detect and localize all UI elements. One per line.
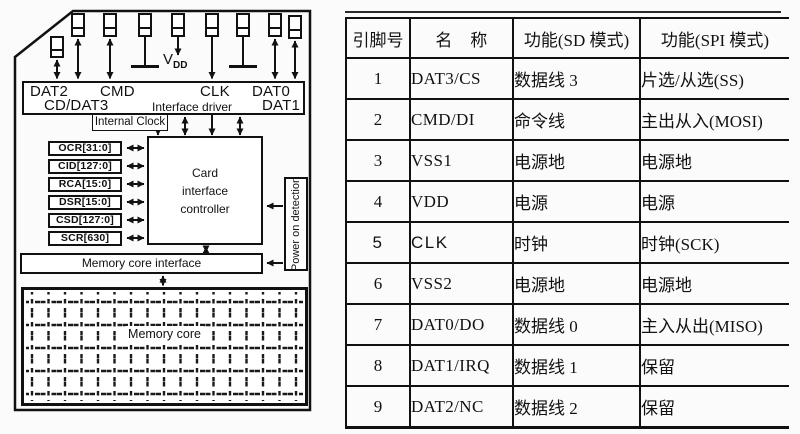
sd-function-cell: 数据线 0	[513, 304, 641, 345]
pin-label-dat1: DAT1	[262, 97, 301, 114]
vdd-label: VDD	[163, 52, 187, 71]
pin-name-cell: VSS1	[410, 140, 514, 181]
register-cid-label: CID[127:0]	[58, 160, 112, 172]
spi-function-cell: 时钟(SCK)	[641, 235, 720, 254]
card-outline	[13, 9, 312, 412]
spi-function-cell: 电源地	[641, 153, 692, 172]
sd-function-cell: 电源	[513, 181, 641, 222]
diagram-wires	[13, 9, 312, 412]
vdd-sub: DD	[173, 60, 188, 71]
header-name: 名 称	[410, 18, 514, 58]
pin-label-clk: CLK	[200, 83, 230, 100]
core-wires	[159, 245, 210, 286]
spi-function-cell: 保留	[641, 399, 675, 418]
table-row: 4 VDD 电源 电源	[346, 181, 789, 222]
pin-number-cell: 8	[346, 345, 411, 386]
table-row: 9 DAT2/NC 数据线 2 保留	[346, 386, 789, 428]
table-row: 2 CMD/DI 命令线 主出从入(MOSI)	[346, 99, 789, 140]
pin-name-cell: VSS2	[410, 263, 514, 304]
register-csd-label: CSD[127:0]	[55, 214, 115, 226]
controller-line1: Card	[191, 165, 218, 180]
register-csd: CSD[127:0]	[48, 213, 122, 228]
sd-function-cell: 电源地	[513, 263, 641, 304]
pin-name-cell: VDD	[410, 181, 514, 222]
register-ocr-label: OCR[31:0]	[58, 142, 112, 154]
sd-function-cell: 数据线 1	[513, 345, 641, 386]
power-on-detection-label: Power on detection	[290, 176, 302, 272]
sd-card-block-diagram: DAT2 CMD CLK DAT0 CD/DAT3 DAT1 Interface…	[0, 0, 340, 434]
sd-function-cell: 电源地	[513, 140, 641, 181]
table-top-rule	[345, 11, 781, 13]
pin-label-dat0: DAT0	[252, 83, 291, 100]
register-rca-label: RCA[15:0]	[58, 178, 112, 190]
pin-number-cell: 9	[346, 386, 411, 428]
pin-number-cell: 6	[346, 263, 411, 304]
pin-number-cell: 5	[346, 222, 411, 263]
power-on-detection-box: Power on detection	[284, 177, 308, 271]
table-header-row: 引脚号 名 称 功能(SD 模式) 功能(SPI 模式)	[346, 18, 789, 58]
table-row: 3 VSS1 电源地 电源地	[346, 140, 789, 181]
table-row: 1 DAT3/CS 数据线 3 片选/从选(SS)	[346, 58, 789, 99]
register-scr: SCR[630]	[48, 231, 122, 246]
register-scr-label: SCR[630]	[60, 232, 110, 244]
memory-core-label: Memory core	[125, 326, 204, 343]
table-row-clk: 5 CLK 时钟 时钟(SCK)	[346, 222, 789, 263]
spi-function-cell: 主出从入(MOSI)	[641, 112, 763, 131]
pin-number-cell: 2	[346, 99, 411, 140]
memory-core-interface-label: Memory core interface	[81, 256, 202, 270]
pin-label-dat2: DAT2	[30, 83, 69, 100]
pin-number-cell: 1	[346, 58, 411, 99]
vdd-v: V	[163, 51, 174, 68]
pin-name-cell: DAT3/CS	[410, 58, 514, 99]
pin-name-cell: CMD/DI	[410, 99, 514, 140]
register-rca: RCA[15:0]	[48, 177, 122, 192]
spi-function-cell: 电源地	[641, 276, 692, 295]
memory-core-grid	[26, 292, 303, 401]
interface-driver-box	[22, 81, 305, 115]
memory-core-box: Memory core	[21, 287, 308, 406]
pin-pads	[50, 13, 302, 58]
register-wires	[126, 144, 145, 242]
header-pin-number: 引脚号	[346, 18, 411, 58]
interface-driver-label: Interface driver	[152, 100, 233, 114]
spi-function-cell: 片选/从选(SS)	[641, 71, 744, 90]
pin-name-cell: CLK	[410, 222, 514, 263]
pin-name-cell: DAT1/IRQ	[410, 345, 514, 386]
sd-function-cell: 数据线 3	[513, 58, 641, 99]
pin-label-cd-dat3: CD/DAT3	[44, 97, 109, 114]
pin-number-cell: 3	[346, 140, 411, 181]
table-row: 7 DAT0/DO 数据线 0 主入从出(MISO)	[346, 304, 789, 345]
pin-name-cell: DAT2/NC	[410, 386, 514, 428]
spi-function-cell: 保留	[641, 358, 675, 377]
pin-table: 引脚号 名 称 功能(SD 模式) 功能(SPI 模式) 1 DAT3/CS 数…	[345, 17, 789, 429]
pin-label-cmd: CMD	[100, 83, 135, 100]
power-wires	[266, 202, 283, 267]
table-row: 6 VSS2 电源地 电源地	[346, 263, 789, 304]
sd-function-cell: 时钟	[513, 222, 641, 263]
register-cid: CID[127:0]	[48, 159, 122, 174]
driver-controller-wires	[154, 115, 244, 136]
internal-clock-label: Internal Clock	[94, 116, 166, 128]
card-interface-controller-box: Card interface controller	[147, 136, 263, 245]
controller-line2: interface	[181, 183, 229, 198]
spi-function-cell: 电源	[641, 194, 675, 213]
sd-function-cell: 命令线	[513, 99, 641, 140]
pin-number-cell: 4	[346, 181, 411, 222]
register-dsr: DSR[15:0]	[48, 195, 122, 210]
table-row: 8 DAT1/IRQ 数据线 1 保留	[346, 345, 789, 386]
controller-line3: controller	[180, 201, 230, 216]
pin-number-cell: 7	[346, 304, 411, 345]
pin-function-table: 引脚号 名 称 功能(SD 模式) 功能(SPI 模式) 1 DAT3/CS 数…	[345, 11, 789, 429]
register-dsr-label: DSR[15:0]	[59, 196, 111, 208]
header-sd-mode: 功能(SD 模式)	[513, 18, 641, 58]
pin-wires	[53, 36, 299, 79]
internal-clock-box: Internal Clock	[92, 114, 168, 131]
register-ocr: OCR[31:0]	[48, 141, 122, 156]
memory-core-interface-box: Memory core interface	[20, 253, 263, 274]
header-spi-mode: 功能(SPI 模式)	[660, 30, 770, 50]
pin-name-cell: DAT0/DO	[410, 304, 514, 345]
sd-function-cell: 数据线 2	[513, 386, 641, 428]
spi-function-cell: 主入从出(MISO)	[641, 317, 763, 336]
